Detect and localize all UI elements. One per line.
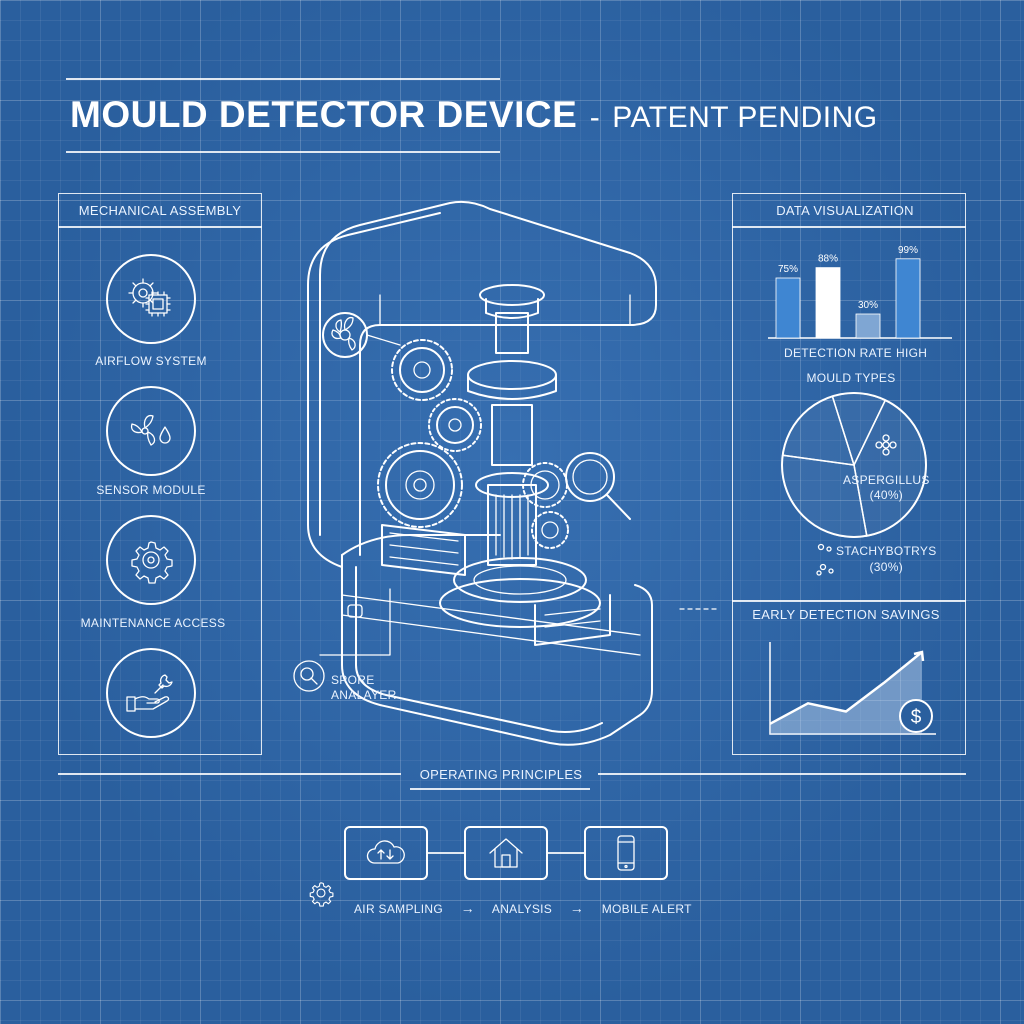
operating-principles-title: OPERATING PRINCIPLES <box>419 767 583 782</box>
savings-area-chart <box>769 642 936 735</box>
spore-analyzer-callout-icon <box>293 660 325 692</box>
cloud-sync-icon <box>366 840 405 864</box>
right-panel-title: DATA VISUALIZATION <box>776 203 914 218</box>
bar-value-label-2: 30% <box>858 300 878 311</box>
fan-droplet-icon <box>130 414 171 446</box>
area-fill <box>770 652 922 734</box>
title-top-rule <box>66 78 500 80</box>
title-dash: - <box>589 101 600 134</box>
pie-label-a-name: ASPERGILLUS <box>843 473 930 487</box>
pie-label-b-name: STACHYBOTRYS <box>836 544 937 558</box>
bar-2 <box>855 313 881 339</box>
left-panel-title: MECHANICAL ASSEMBLY <box>78 203 242 218</box>
bar-0 <box>775 277 801 339</box>
spore-analyzer-label: SPORE ANALAYER <box>331 673 397 703</box>
left-item-0-label: AIRFLOW SYSTEM <box>95 354 207 368</box>
left-item-2-circle <box>106 515 196 605</box>
pie-slice-3 <box>831 392 887 468</box>
gear-large <box>377 442 463 528</box>
step-analysis-box <box>464 826 548 880</box>
operating-gear-icon <box>309 882 334 907</box>
bar-3 <box>895 258 921 339</box>
gear-right <box>522 462 569 549</box>
bar-caption-left: DETECTION RATE <box>784 346 892 360</box>
bar-1 <box>815 267 841 339</box>
savings-section-rule <box>732 600 966 602</box>
pie-slice-0 <box>853 399 927 537</box>
dollar-coin-icon: $ <box>899 699 933 733</box>
spore-icon <box>875 434 897 456</box>
mould-types-pie-chart <box>781 392 927 538</box>
svg-text:$: $ <box>911 707 922 728</box>
pie-slice-1 <box>781 454 868 538</box>
step-label-mobile-alert: MOBILE ALERT <box>601 902 692 916</box>
area-axes <box>769 642 936 735</box>
data-visualization-panel <box>732 193 966 755</box>
house-icon <box>489 838 523 868</box>
step-air-sampling-box <box>344 826 428 880</box>
step-connector-1 <box>428 852 464 854</box>
spore-cluster-icon <box>816 543 834 576</box>
mechanical-assembly-panel <box>58 193 262 755</box>
pie-label-a-percent: (40%) <box>869 488 904 502</box>
step-label-analysis: ANALYSIS <box>491 902 553 916</box>
left-item-2-label: MAINTENANCE ACCESS <box>80 616 226 630</box>
mould-detector-device <box>307 200 721 746</box>
bar-value-label-1: 88% <box>818 254 838 265</box>
step-label-air-sampling: AIR SAMPLING <box>354 902 443 916</box>
step-arrow-2: → <box>569 900 585 916</box>
step-labels: AIR SAMPLING → ANALYSIS → MOBILE ALERT <box>354 900 692 916</box>
area-arrowhead <box>913 650 925 662</box>
pie-label-aspergillus: ASPERGILLUS (40%) <box>843 473 930 503</box>
title-sub: PATENT PENDING <box>612 101 878 134</box>
step-mobile-alert-box <box>584 826 668 880</box>
callout-line-1: SPORE <box>331 673 375 687</box>
operating-rule-under <box>410 788 590 790</box>
operating-rule-left <box>58 773 401 775</box>
pie-label-b-percent: (30%) <box>869 560 904 574</box>
pie-title: MOULD TYPES <box>806 371 896 385</box>
pie-label-stachybotrys: STACHYBOTRYS (30%) <box>836 543 937 575</box>
smartphone-icon <box>617 835 635 871</box>
gear-icon <box>131 541 173 584</box>
left-item-0-circle <box>106 254 196 344</box>
detection-rate-bar-chart: 75% 88% 30% 99% <box>768 245 952 339</box>
left-item-1-circle <box>106 386 196 476</box>
step-connector-2 <box>548 852 584 854</box>
left-item-3-circle <box>106 648 196 738</box>
savings-title: EARLY DETECTION SAVINGS <box>752 607 940 622</box>
right-panel-header-rule <box>732 226 966 228</box>
left-item-1-label: SENSOR MODULE <box>96 483 206 497</box>
pie-slice-2 <box>781 395 856 466</box>
title-bottom-rule <box>66 151 500 153</box>
hand-wrench-icon <box>126 674 173 712</box>
gear-mid <box>428 398 482 452</box>
bar-value-label-3: 99% <box>898 245 918 256</box>
gear-chip-icon <box>128 278 171 317</box>
bar-value-label-0: 75% <box>778 264 798 275</box>
gear-upper-left <box>391 339 453 401</box>
operating-rule-right <box>598 773 966 775</box>
area-line <box>769 651 923 725</box>
title-main: MOULD DETECTOR DEVICE <box>70 94 578 135</box>
bar-caption-right: HIGH <box>896 346 928 360</box>
callout-line-2: ANALAYER <box>331 688 397 702</box>
step-arrow-1: → <box>460 900 475 916</box>
left-panel-header-rule <box>58 226 262 228</box>
page-title: MOULD DETECTOR DEVICE - PATENT PENDING <box>70 94 878 140</box>
